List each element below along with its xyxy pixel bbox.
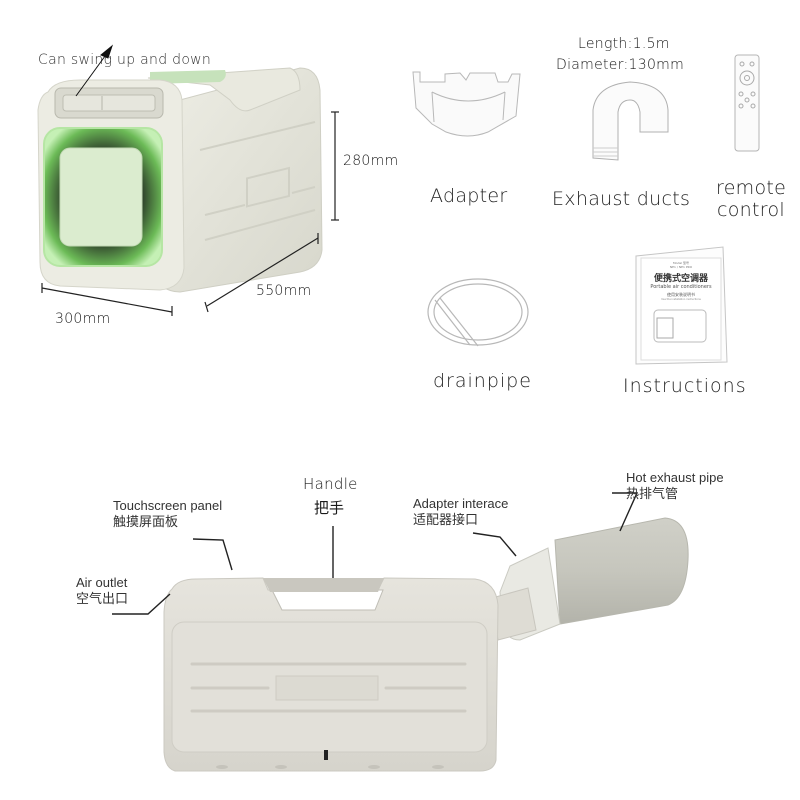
handle-callout-en: Handle: [303, 475, 358, 493]
dim-height-label: 280mm: [343, 153, 399, 169]
duct-diameter-spec: Diameter:130mm: [556, 57, 685, 73]
drainpipe-drawing: [427, 278, 529, 347]
swing-arrow: [75, 44, 114, 97]
touchscreen-callout-zh: 触摸屏面板: [113, 515, 179, 530]
drainpipe-label: drainpipe: [433, 370, 532, 392]
adapter-label: Adapter: [430, 185, 508, 207]
dim-width-label: 300mm: [55, 311, 111, 327]
adapter-drawing: [412, 71, 521, 137]
dim-depth-label: 550mm: [256, 283, 312, 299]
bottom-unit-illustration: [163, 517, 689, 772]
remote-control-drawing: [734, 54, 760, 152]
manual-subtitle-zh: 使用安装说明书: [667, 292, 695, 297]
callout-leaders: [112, 492, 639, 615]
swing-label: Can swing up and down: [38, 52, 212, 68]
manual-cover: Model 型号 NE1 / NE1 PRO 便携式空调器 Portable a…: [641, 261, 721, 301]
adapter-callout-en: Adapter interace: [413, 496, 509, 511]
duct-length-spec: Length:1.5m: [578, 36, 670, 52]
exhaust-ducts-label: Exhaust ducts: [552, 188, 691, 210]
air-outlet-callout-zh: 空气出口: [76, 592, 129, 607]
touchscreen-callout-en: Touchscreen panel: [113, 498, 223, 513]
hot-exhaust-callout-zh: 热排气管: [626, 487, 679, 502]
remote-control-label-line2: control: [717, 199, 785, 221]
manual-model-sub: NE1 / NE1 PRO: [669, 265, 693, 269]
adapter-callout-zh: 适配器接口: [413, 513, 479, 528]
hot-exhaust-callout-en: Hot exhaust pipe: [626, 470, 724, 485]
unit-top-view: [37, 67, 323, 293]
manual-title-en: Portable air conditioners: [650, 284, 712, 290]
handle-callout-zh: 把手: [314, 499, 345, 517]
air-outlet-callout-en: Air outlet: [76, 575, 128, 590]
instructions-booklet-drawing: [635, 246, 728, 365]
instructions-label: Instructions: [623, 375, 747, 397]
remote-control-label-line1: remote: [716, 177, 787, 199]
manual-title-zh: 便携式空调器: [653, 274, 708, 284]
manual-model: Model 型号: [673, 261, 689, 265]
manual-subtitle-en: Use the installation instructions: [661, 298, 701, 301]
exhaust-duct-drawing: [592, 81, 669, 161]
dimension-lines: [41, 111, 339, 316]
